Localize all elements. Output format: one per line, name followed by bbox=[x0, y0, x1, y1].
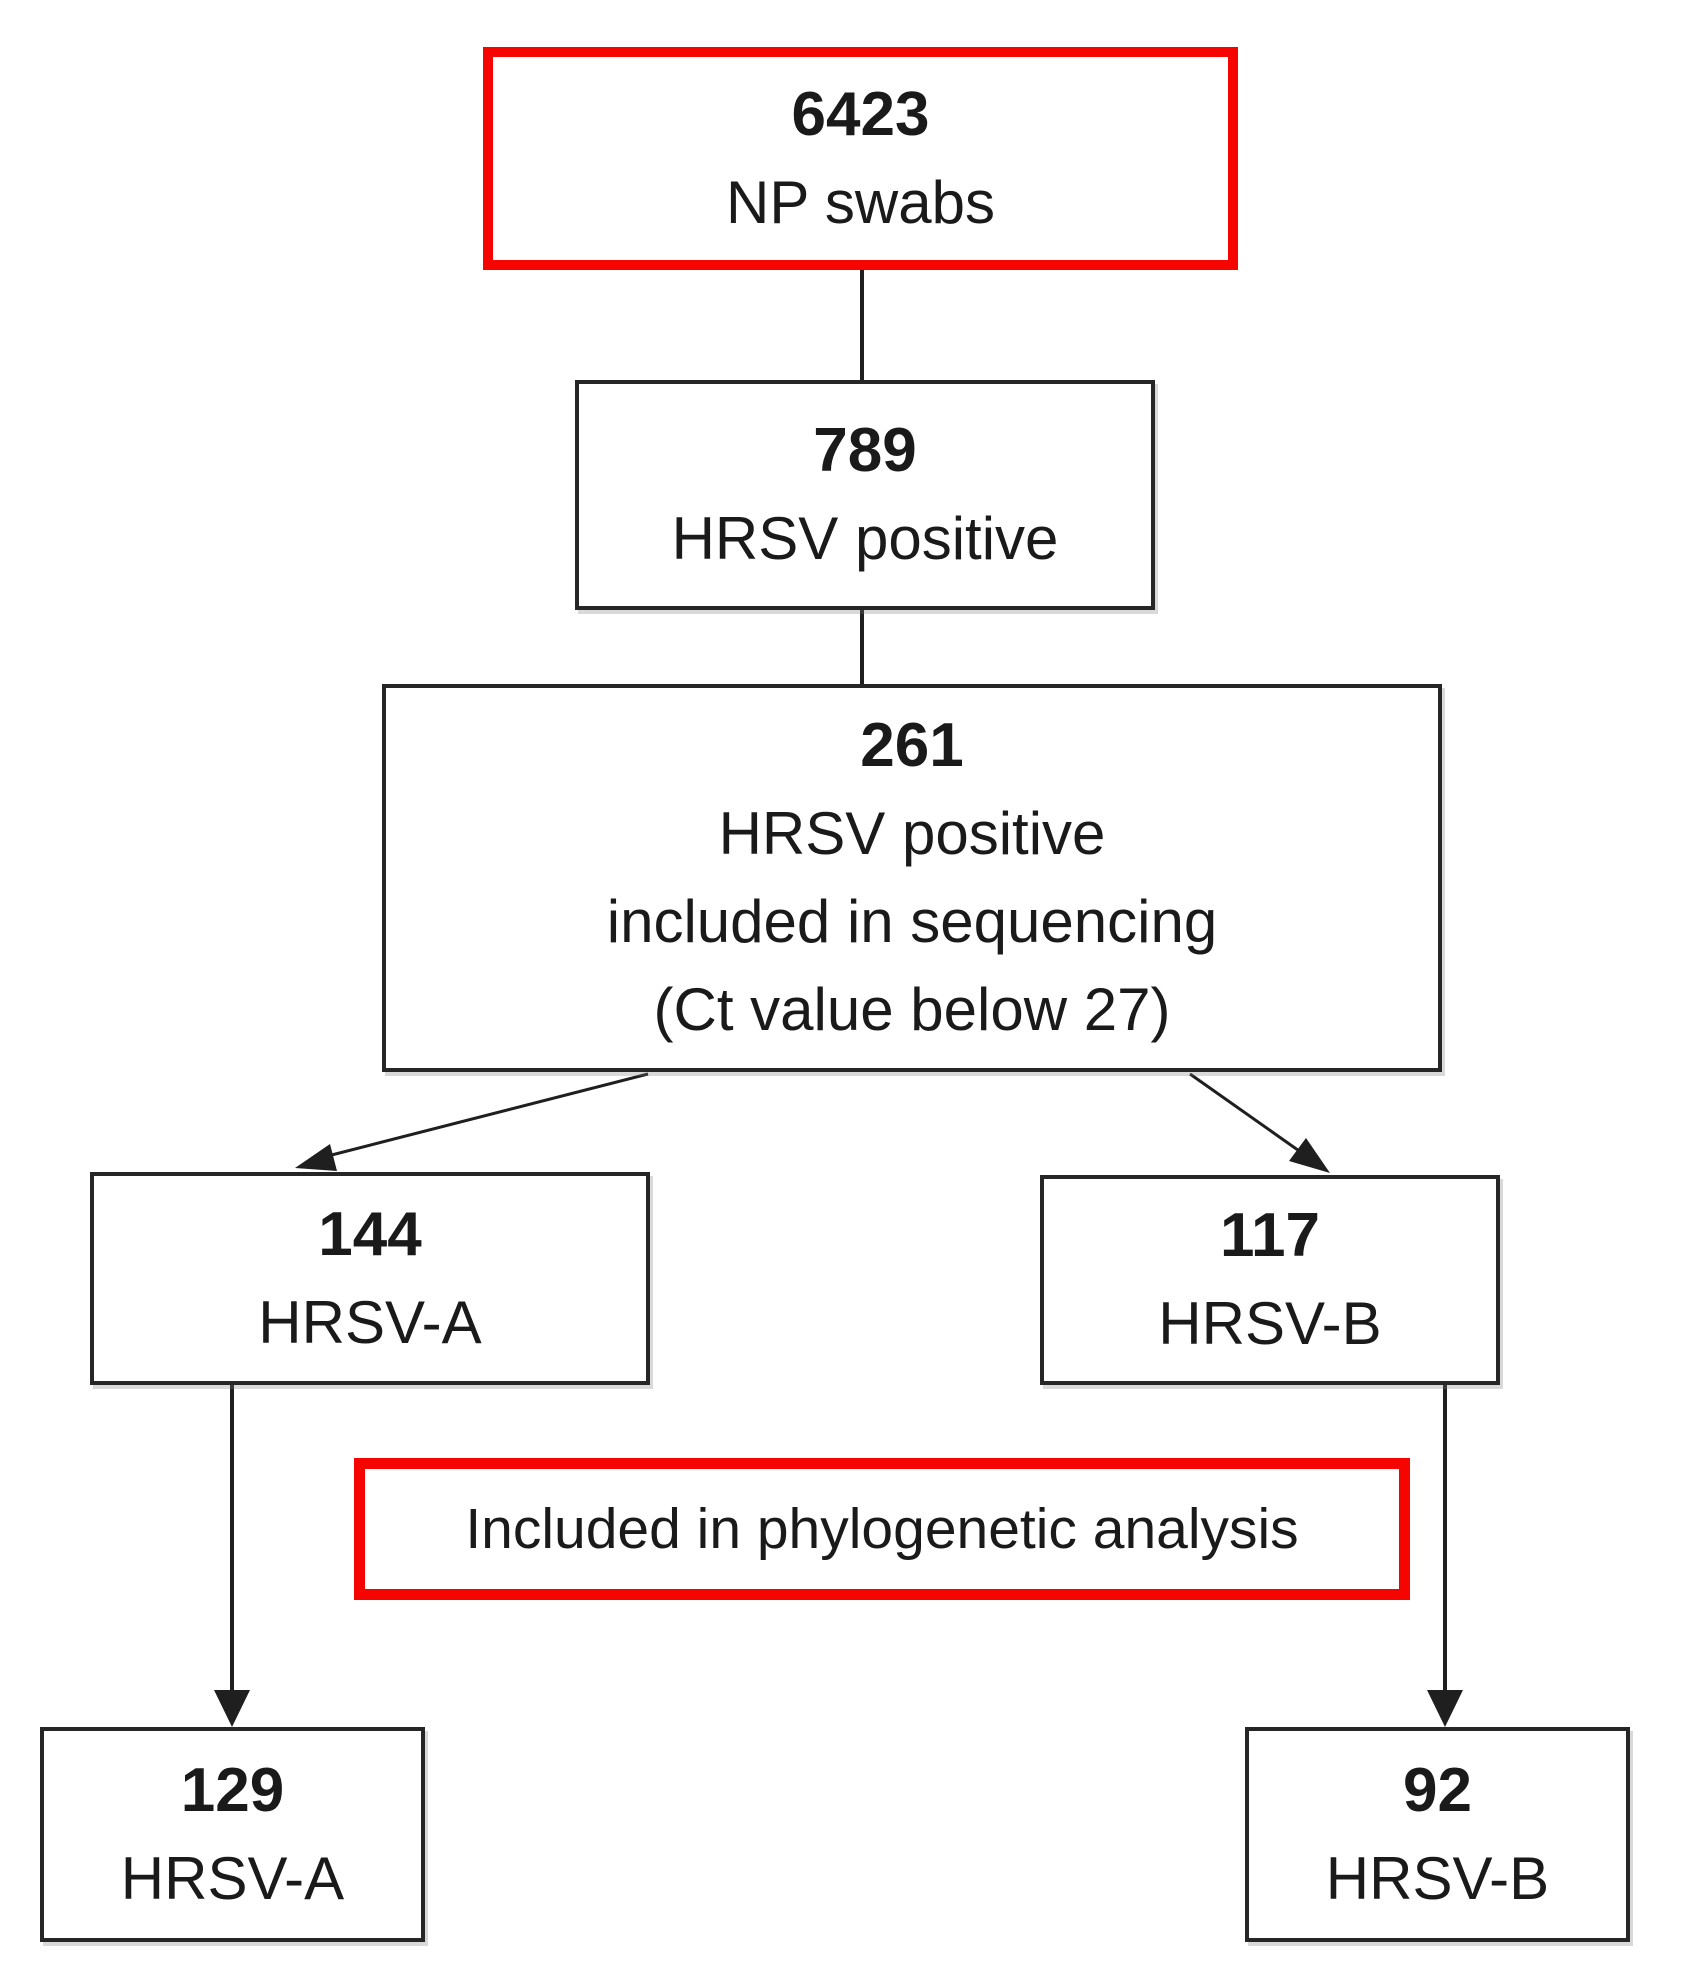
sequenced-label-line-1: HRSV positive bbox=[718, 800, 1106, 867]
arrowhead-261-to-117 bbox=[1289, 1138, 1330, 1173]
sequenced-label-line-3: (Ct value below 27) bbox=[653, 976, 1171, 1043]
flow-box-hrsv-positive: 789 HRSV positive bbox=[575, 380, 1155, 610]
connector-261-to-117 bbox=[1189, 1072, 1313, 1162]
hrsv-b-phylo-count: 92 bbox=[1403, 1755, 1472, 1825]
arrowhead-261-to-144 bbox=[295, 1144, 337, 1171]
flow-box-included-in-sequencing: 261 HRSV positive included in sequencing… bbox=[382, 684, 1442, 1072]
hrsv-b-sequenced-label: HRSV-B bbox=[1158, 1290, 1382, 1357]
np-swabs-label: NP swabs bbox=[725, 168, 995, 236]
hrsv-positive-label: HRSV positive bbox=[671, 505, 1059, 572]
sequenced-count: 261 bbox=[860, 711, 964, 780]
arrowhead-117-to-92 bbox=[1427, 1690, 1463, 1727]
hrsv-a-sequenced-label: HRSV-A bbox=[258, 1288, 482, 1356]
hrsv-a-sequenced-count: 144 bbox=[318, 1199, 422, 1269]
phylogenetic-banner-label: Included in phylogenetic analysis bbox=[465, 1497, 1299, 1561]
flow-box-np-swabs: 6423 NP swabs bbox=[483, 47, 1238, 270]
flow-box-hrsv-b-sequenced: 117 HRSV-B bbox=[1040, 1175, 1500, 1385]
flow-box-hrsv-a-sequenced: 144 HRSV-A bbox=[90, 1172, 650, 1385]
hrsv-b-sequenced-count: 117 bbox=[1219, 1201, 1321, 1270]
flow-banner-phylogenetic-analysis: Included in phylogenetic analysis bbox=[354, 1458, 1410, 1600]
flow-box-hrsv-a-phylo: 129 HRSV-A bbox=[40, 1727, 425, 1942]
hrsv-b-phylo-label: HRSV-B bbox=[1325, 1844, 1550, 1912]
flow-box-hrsv-b-phylo: 92 HRSV-B bbox=[1245, 1727, 1630, 1942]
hrsv-a-phylo-count: 129 bbox=[180, 1755, 285, 1825]
arrowhead-144-to-129 bbox=[214, 1690, 250, 1727]
hrsv-positive-count: 789 bbox=[813, 416, 917, 485]
hrsv-a-phylo-label: HRSV-A bbox=[120, 1844, 345, 1912]
sequenced-label-line-2: included in sequencing bbox=[606, 888, 1218, 955]
np-swabs-count: 6423 bbox=[791, 79, 930, 149]
connector-261-to-144 bbox=[315, 1072, 649, 1161]
